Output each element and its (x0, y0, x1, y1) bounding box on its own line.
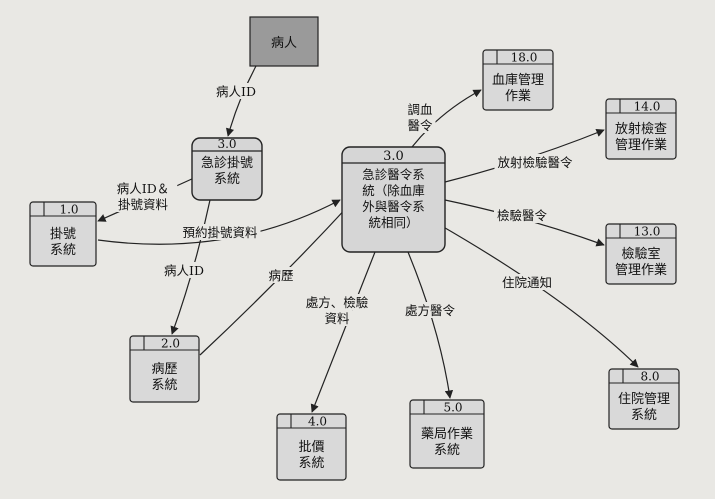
subsystem-id: 4.0 (308, 415, 327, 429)
flow-arrow-10 (407, 251, 454, 399)
subsystem-label-line: 管理作業 (615, 262, 667, 278)
subsystem-label-line: 放射檢查 (615, 121, 667, 137)
subsystem-label-line: 管理作業 (615, 137, 667, 153)
subsystem-label-line: 藥局作業 (421, 426, 473, 442)
subsystem-label-line: 病歷 (151, 362, 177, 377)
flow-label-bg (156, 262, 212, 278)
flow-arrow-0 (225, 65, 257, 137)
flow-label-bg (108, 180, 178, 196)
flow-label-bg (115, 196, 171, 212)
subsystem-id: 13.0 (634, 225, 661, 239)
nodes-layer: 病人3.0急診掛號系統3.0急診醫令系統（除血庫外與醫令系統相同）18.0血庫管… (29, 16, 680, 481)
subsystem-id: 18.0 (511, 51, 538, 65)
flow-label-line: 掛號資料 (118, 197, 169, 212)
flow-label-line: 資料 (324, 311, 350, 326)
process-label-line: 統相同） (368, 215, 418, 230)
subsystem-box (29, 201, 97, 267)
subsystem-box (129, 335, 200, 403)
flow-label-line: 預約掛號資料 (182, 225, 258, 240)
process-label-line: 統（除血庫 (362, 183, 425, 198)
flow-label-bg (494, 154, 576, 170)
subsystem-box (482, 49, 554, 111)
flow-arrow-8 (439, 224, 639, 368)
entity-label: 病人 (271, 36, 297, 51)
entity-box (249, 16, 319, 67)
flow-label-line: 住院通知 (502, 275, 552, 290)
flow-label-bg (404, 101, 436, 117)
process-label-line: 系統 (214, 172, 240, 187)
flow-label-line: 病人ID (216, 84, 256, 99)
flow-label-bg (265, 267, 297, 283)
flow-label-bg (499, 274, 555, 290)
subsystem-id: 2.0 (161, 337, 180, 351)
flow-label-bg (302, 294, 372, 310)
process-label-line: 外與醫令系 (362, 199, 425, 214)
subsystem-label-line: 檢驗室 (621, 246, 660, 262)
subsystem-label-line: 系統 (298, 456, 324, 471)
subsystem-id: 5.0 (443, 401, 462, 415)
subsystem-box (605, 98, 677, 160)
flow-label-bg (321, 310, 353, 326)
flow-label-bg (179, 224, 261, 240)
subsystem-label-line: 血庫管理 (492, 73, 544, 88)
subsystem-box (409, 399, 485, 469)
subsystem-label-line: 住院管理 (618, 392, 670, 407)
flow-label-line: 調血 (407, 102, 432, 117)
subsystem-box (605, 223, 677, 285)
flow-label-bg (494, 207, 550, 223)
flow-label-line: 病人ID (164, 263, 204, 278)
process-box (191, 137, 263, 201)
flow-label-line: 放射檢驗醫令 (497, 155, 573, 170)
flow-label-line: 處方醫令 (405, 303, 456, 318)
flow-label-line: 處方、檢驗 (306, 295, 369, 310)
subsystem-label-line: 系統 (151, 378, 177, 393)
subsystem-label-line: 系統 (631, 408, 657, 423)
flow-label-bg (404, 117, 436, 133)
subsystem-label-line: 系統 (434, 443, 460, 458)
flow-label-line: 病人ID＆ (117, 181, 169, 196)
process-label-line: 急診掛號 (201, 155, 253, 171)
subsystem-label-line: 系統 (50, 243, 76, 258)
subsystem-label-line: 掛號 (50, 227, 76, 242)
flow-label-bg (208, 83, 264, 99)
process-id: 3.0 (217, 137, 236, 151)
flow-label-line: 檢驗醫令 (497, 208, 548, 223)
flow-arrow-5 (411, 89, 482, 148)
flow-label-line: 醫令 (407, 118, 433, 133)
external-entity-patient: 病人 (249, 16, 319, 67)
subsystem-box (276, 413, 347, 481)
flow-label-bg (402, 302, 458, 318)
subsystem-id: 8.0 (640, 370, 659, 384)
flow-arrow-9 (310, 251, 376, 413)
process-id: 3.0 (383, 149, 404, 164)
subsystem-label-line: 作業 (505, 88, 531, 104)
subsystem-id: 14.0 (634, 100, 661, 114)
subsystem-box (608, 368, 680, 430)
subsystem-label-line: 批價 (298, 440, 324, 455)
process-label-line: 急診醫令系 (362, 167, 425, 182)
process-box (341, 146, 446, 253)
subsystem-id: 1.0 (59, 203, 78, 217)
flow-label-line: 病歷 (268, 268, 293, 283)
